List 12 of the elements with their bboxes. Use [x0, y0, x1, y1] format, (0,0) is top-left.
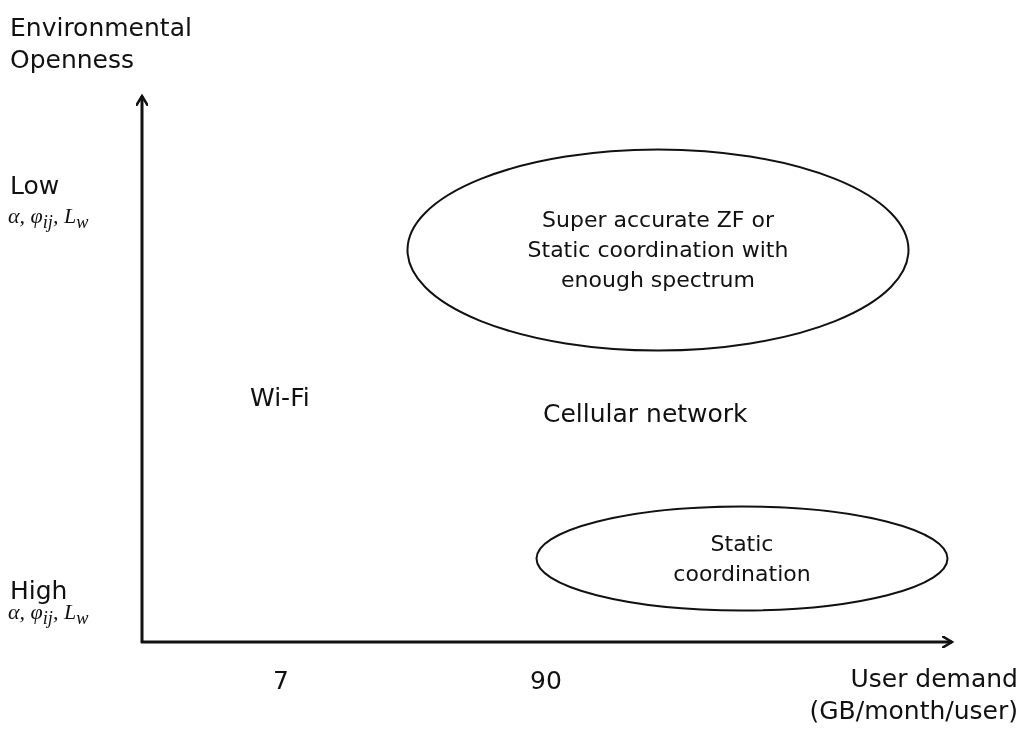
tick-label: 90	[530, 665, 562, 697]
parameter-label: α, φ$_{ij}$, L$_{w}$	[8, 202, 89, 235]
level-label: Low	[10, 170, 60, 202]
tick-label: 7	[273, 665, 289, 697]
region-text: Static coordination	[672, 529, 812, 588]
region-label: Cellular network	[543, 398, 748, 430]
axis-title: User demand (GB/month/user)	[808, 663, 1018, 727]
ellipse-region	[406, 148, 910, 352]
ellipse-region	[535, 505, 949, 612]
axis-title: Environmental Openness	[10, 12, 193, 76]
region-text: Super accurate ZF or Static coordination with enough spectrum	[526, 206, 790, 294]
region-label: Wi-Fi	[250, 382, 310, 414]
